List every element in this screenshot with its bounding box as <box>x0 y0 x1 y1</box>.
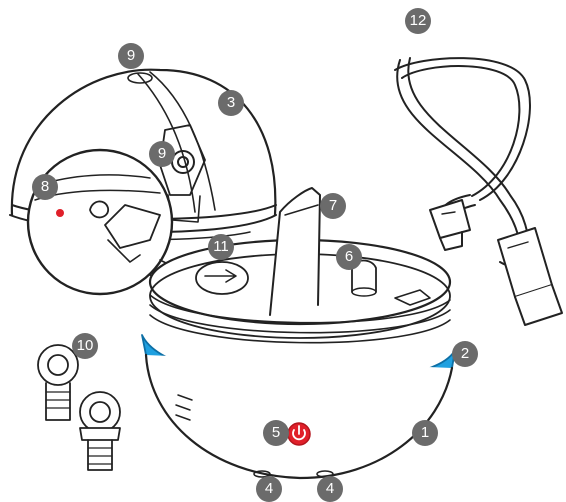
callout-1: 1 <box>412 420 438 446</box>
callout-10: 10 <box>72 333 98 359</box>
led-indicator <box>56 209 64 217</box>
eyelet-screws <box>38 345 120 470</box>
callout-9-lid: 9 <box>149 141 175 167</box>
base-shell <box>146 355 452 478</box>
callout-4-left: 4 <box>256 476 282 502</box>
callout-2: 2 <box>452 341 478 367</box>
callout-4-right: 4 <box>317 476 343 502</box>
callout-3: 3 <box>218 90 244 116</box>
callout-12: 12 <box>405 8 431 34</box>
callout-7: 7 <box>320 193 346 219</box>
callout-11: 11 <box>208 234 234 260</box>
callout-8: 8 <box>32 174 58 200</box>
callout-9-top: 9 <box>118 43 144 69</box>
callout-6: 6 <box>336 244 362 270</box>
callout-5: 5 <box>263 420 289 446</box>
